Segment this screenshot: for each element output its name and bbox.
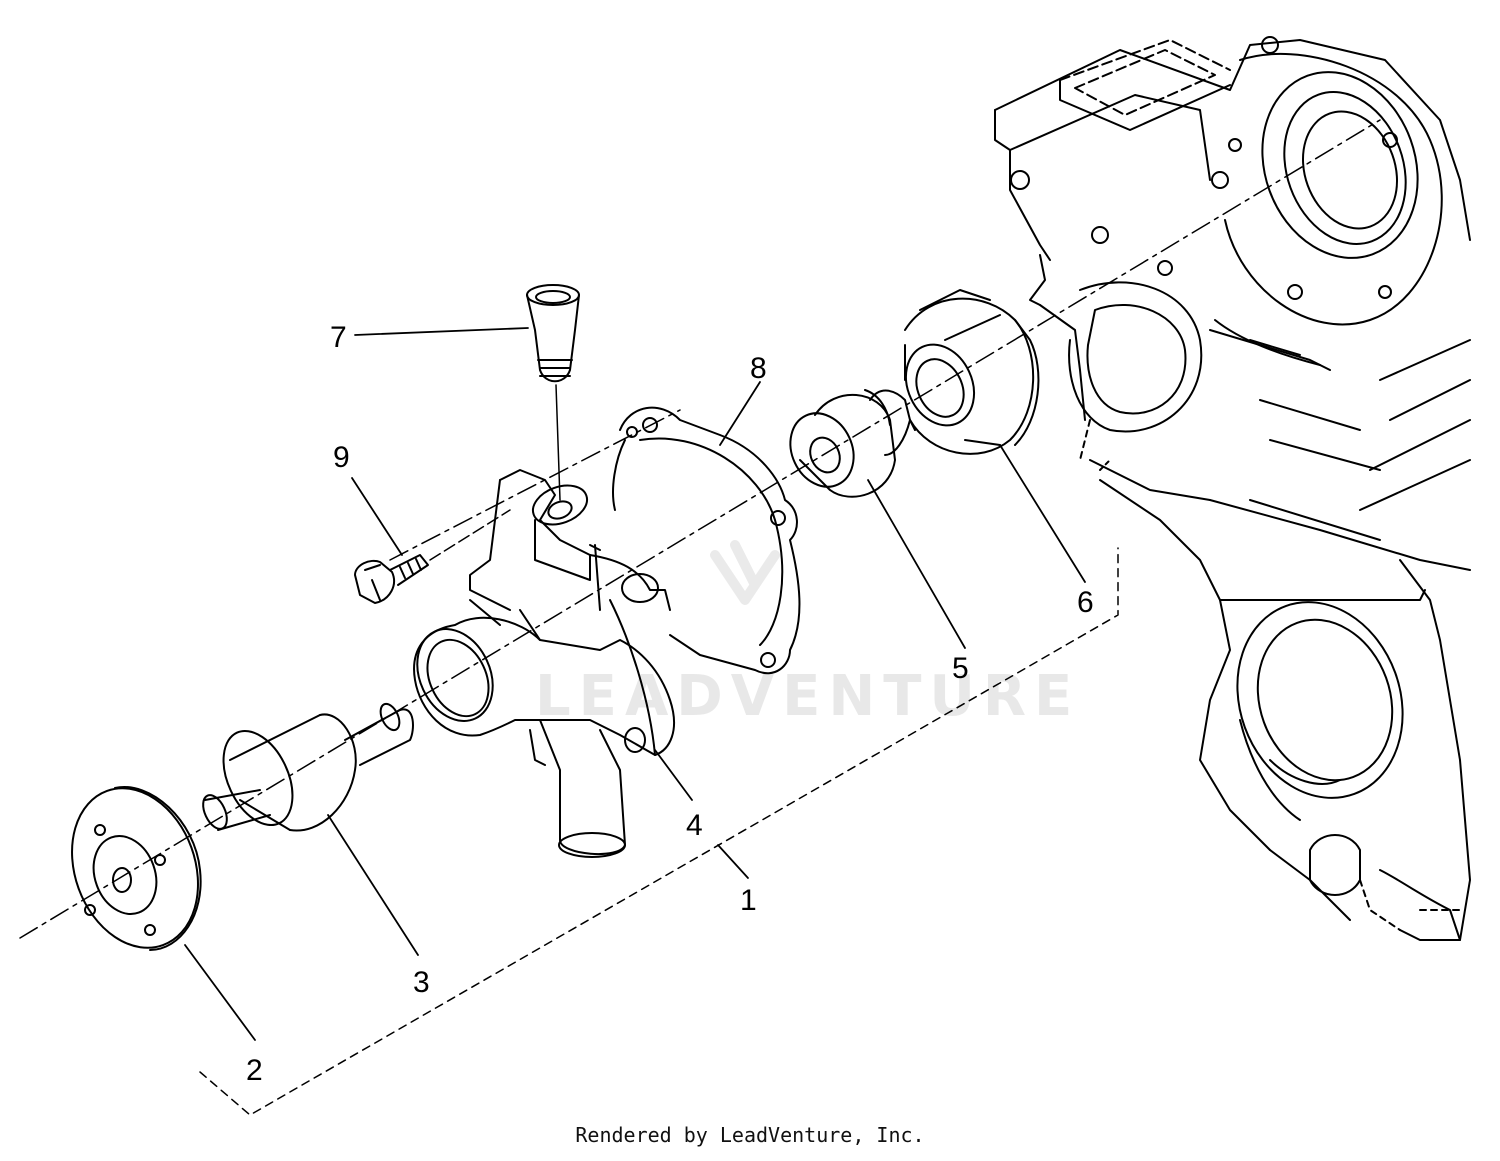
callout-1: 1 <box>740 884 757 917</box>
callout-8: 8 <box>750 352 767 385</box>
gasket-part-8 <box>612 406 801 675</box>
callout-4: 4 <box>686 809 703 842</box>
pump-housing-part-4 <box>413 469 675 858</box>
callout-7: 7 <box>330 321 347 354</box>
center-axis <box>19 119 1381 939</box>
callout-labels: 7 9 8 5 6 4 1 3 2 <box>246 321 1094 1087</box>
callout-6: 6 <box>1077 586 1094 619</box>
bolt-part-9 <box>354 509 511 604</box>
fitting-part-7 <box>526 284 580 501</box>
callout-9: 9 <box>333 441 350 474</box>
flange-part-2 <box>71 785 202 951</box>
footer-credit: Rendered by LeadVenture, Inc. <box>575 1123 925 1147</box>
impeller-part-6 <box>904 289 1040 455</box>
engine-block <box>994 36 1471 941</box>
callout-2: 2 <box>246 1054 263 1087</box>
leader-lines <box>184 327 1086 1041</box>
callout-5: 5 <box>952 652 969 685</box>
callout-3: 3 <box>413 966 430 999</box>
bearing-part-3 <box>202 702 414 832</box>
watermark-text: LEADVENTURE <box>535 664 1080 729</box>
assembly-bracket <box>199 547 1119 1116</box>
watermark: LEADVENTURE <box>535 540 1080 729</box>
seal-part-5 <box>789 389 911 498</box>
